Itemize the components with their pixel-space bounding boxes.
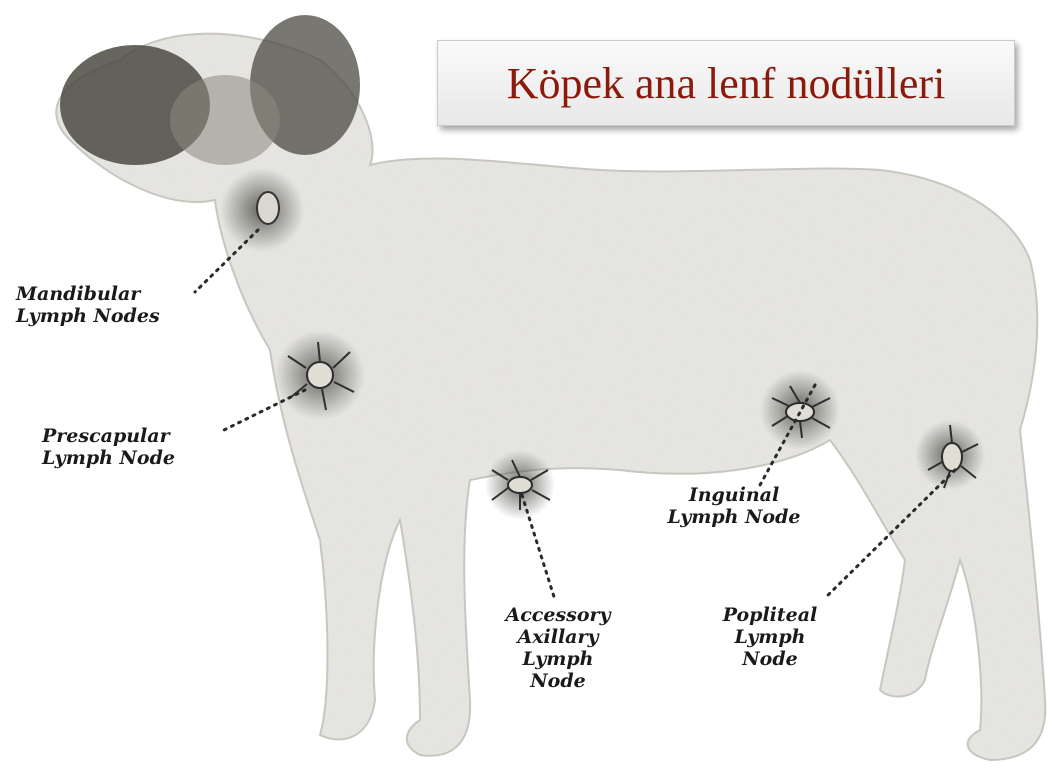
label-line: Popliteal xyxy=(710,604,830,626)
label-line: Accessory xyxy=(498,604,618,626)
label-line: Lymph Nodes xyxy=(16,305,160,327)
label-line: Lymph xyxy=(498,648,618,670)
label-line: Mandibular xyxy=(16,283,160,305)
label-inguinal: Inguinal Lymph Node xyxy=(654,484,814,528)
title-box: Köpek ana lenf nodülleri xyxy=(437,40,1015,126)
label-line: Axillary xyxy=(498,626,618,648)
label-line: Lymph Node xyxy=(42,447,175,469)
label-line: Node xyxy=(498,670,618,692)
label-popliteal: Popliteal Lymph Node xyxy=(710,604,830,670)
label-line: Lymph xyxy=(710,626,830,648)
label-prescapular: Prescapular Lymph Node xyxy=(42,425,175,469)
inguinal-node-icon xyxy=(760,370,840,450)
label-accessory-axillary: Accessory Axillary Lymph Node xyxy=(498,604,618,692)
label-line: Prescapular xyxy=(42,425,175,447)
label-line: Node xyxy=(710,648,830,670)
label-mandibular: Mandibular Lymph Nodes xyxy=(16,283,160,327)
mandibular-node-icon xyxy=(220,168,304,252)
label-line: Lymph Node xyxy=(654,506,814,528)
prescapular-node-icon xyxy=(275,330,365,420)
page-title: Köpek ana lenf nodülleri xyxy=(507,58,946,109)
label-line: Inguinal xyxy=(654,484,814,506)
